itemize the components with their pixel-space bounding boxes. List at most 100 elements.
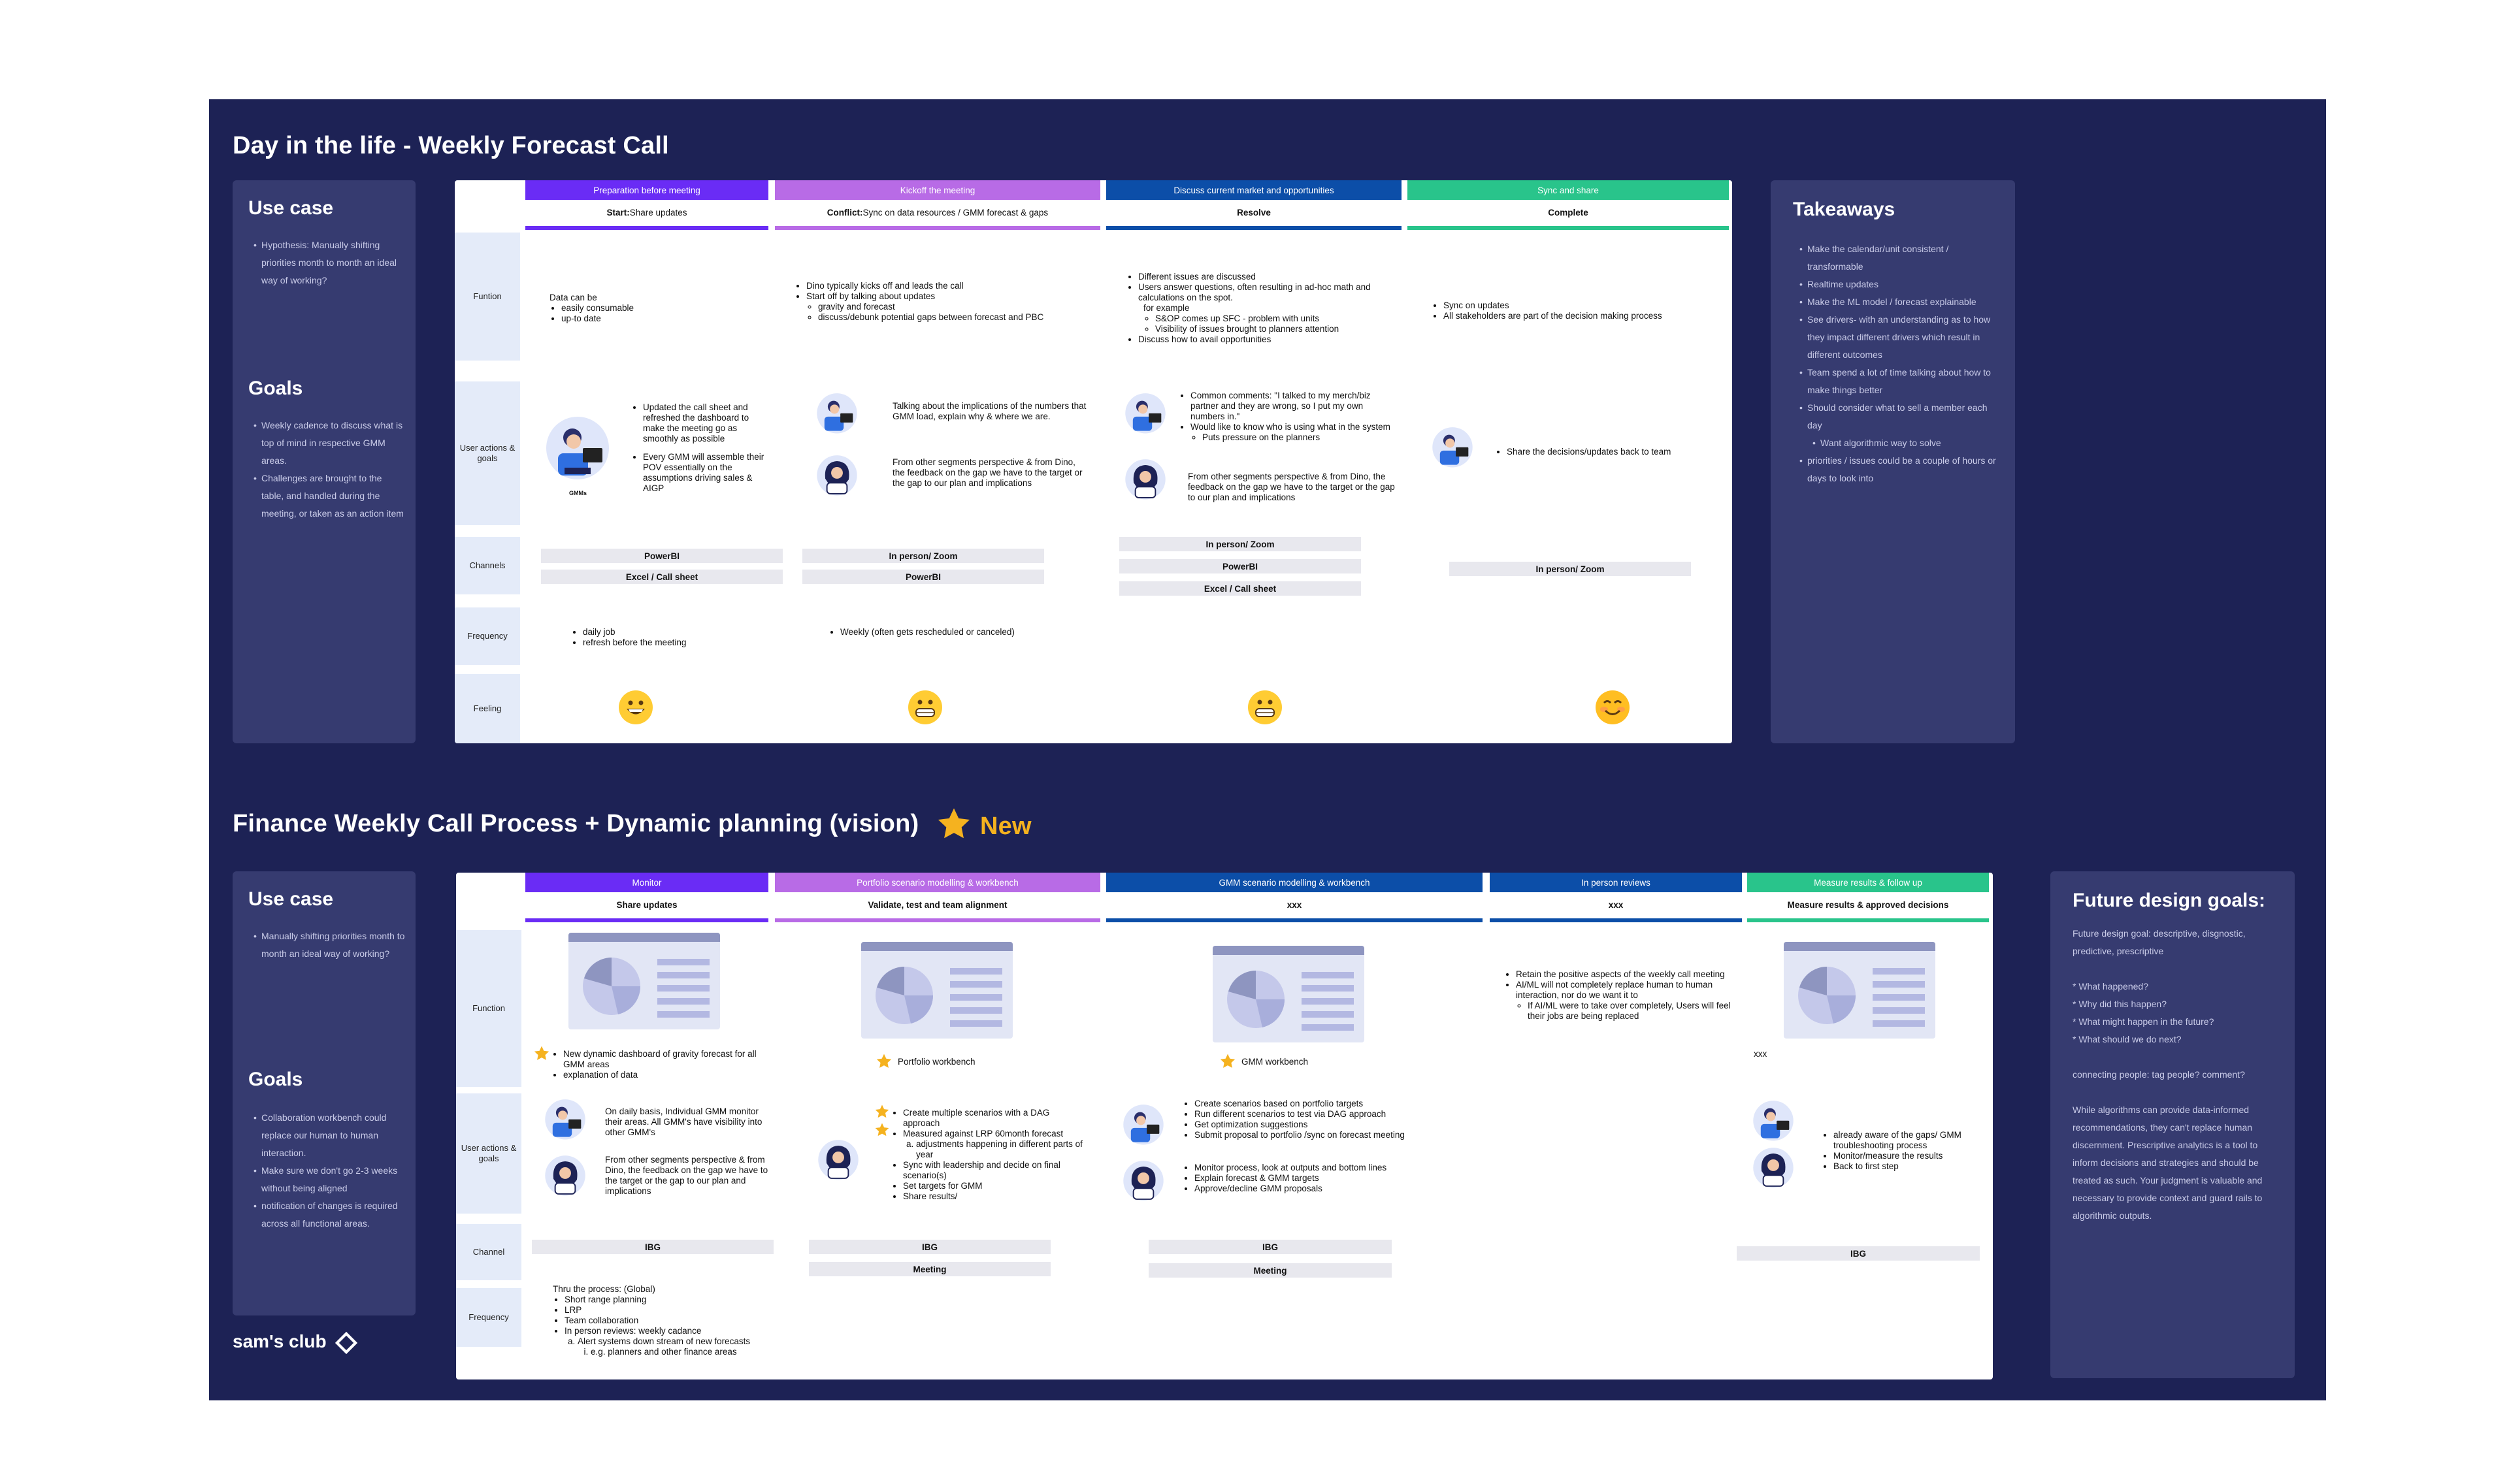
row-label-user: User actions & goals <box>455 381 520 525</box>
user-cell: Updated the call sheet and refreshed the… <box>631 402 768 494</box>
frequency-cell: Thru the process: (Global) Short range p… <box>553 1284 814 1357</box>
goals-heading: Goals <box>248 1069 303 1090</box>
dashboard-illustration <box>1213 946 1364 1042</box>
row-label-function: Function <box>456 930 521 1087</box>
finance-avatar-icon <box>1125 459 1166 500</box>
grimacing-face-icon <box>1248 690 1282 724</box>
channel-tag: PowerBI <box>802 570 1044 584</box>
phase-underline <box>1106 226 1402 230</box>
function-cell: New dynamic dashboard of gravity forecas… <box>551 1049 767 1080</box>
gmm-avatar-icon <box>817 393 857 434</box>
function-cell: Portfolio workbench <box>898 1057 976 1067</box>
phase-underline <box>775 226 1100 230</box>
channel-tag: IBG <box>532 1240 774 1254</box>
dashboard-illustration <box>568 933 720 1029</box>
goals-list: Weekly cadence to discuss what is top of… <box>252 417 405 523</box>
goal-item: Challenges are brought to the table, and… <box>254 470 405 523</box>
finance-avatar-icon <box>545 1155 585 1196</box>
user-cell: From other segments perspective & from D… <box>1188 472 1395 502</box>
channel-tag: PowerBI <box>1119 559 1361 573</box>
row-label-user: User actions & goals <box>456 1093 521 1214</box>
phase-underline <box>1490 918 1742 922</box>
use-case-card: Use case Hypothesis: Manually shifting p… <box>233 180 416 743</box>
use-case-item: Hypothesis: Manually shifting priorities… <box>254 236 405 289</box>
phase-subheader: xxx <box>1287 899 1302 910</box>
takeaways-card: Takeaways Make the calendar/unit consist… <box>1771 180 2015 743</box>
frequency-cell: Weekly (often gets rescheduled or cancel… <box>828 627 1025 637</box>
board: Day in the life - Weekly Forecast Call U… <box>209 99 2326 1400</box>
goal-item: Weekly cadence to discuss what is top of… <box>254 417 405 470</box>
future-goals-heading: Future design goals: <box>2073 890 2266 911</box>
channel-tag: In person/ Zoom <box>802 549 1044 563</box>
user-cell: Create scenarios based on portfolio targ… <box>1183 1099 1405 1140</box>
function-cell: Dino typically kicks off and leads the c… <box>795 281 1095 323</box>
grinning-face-icon <box>619 690 653 724</box>
grimacing-face-icon <box>908 690 942 724</box>
phase-header: Discuss current market and opportunities <box>1106 180 1402 200</box>
phase-header: In person reviews <box>1490 873 1742 892</box>
section1-title: Day in the life - Weekly Forecast Call <box>233 132 669 159</box>
finance-avatar-icon <box>818 1140 859 1180</box>
user-cell: Monitor process, look at outputs and bot… <box>1183 1163 1405 1194</box>
dashboard-illustration <box>1784 942 1935 1039</box>
channel-tag: Excel / Call sheet <box>1119 581 1361 596</box>
star-icon <box>875 1123 889 1137</box>
gmm-avatar-icon <box>1753 1101 1794 1141</box>
gmm-avatar-icon <box>1432 427 1473 468</box>
user-cell: Common comments: "I talked to my merch/b… <box>1179 391 1394 443</box>
phase-header: Portfolio scenario modelling & workbench <box>775 873 1100 892</box>
user-cell: From other segments perspective & from D… <box>893 457 1083 488</box>
row-label-function: Funtion <box>455 233 520 361</box>
channel-tag: In person/ Zoom <box>1449 562 1691 576</box>
phase-underline <box>1106 918 1483 922</box>
use-case-card: Use case Manually shifting priorities mo… <box>233 871 416 1315</box>
star-icon <box>938 808 970 839</box>
use-case-heading: Use case <box>248 197 334 219</box>
dashboard-illustration <box>861 942 1013 1039</box>
user-cell: already aware of the gaps/ GMM troublesh… <box>1822 1130 1978 1172</box>
future-goals-card: Future design goals: Future design goal:… <box>2050 871 2295 1378</box>
row-label-channels: Channels <box>455 537 520 594</box>
phase-subheader: Conflict: Sync on data resources / GMM f… <box>827 207 1049 218</box>
star-icon <box>875 1105 889 1118</box>
phase-underline <box>1747 918 1989 922</box>
row-label-frequency: Frequency <box>456 1288 521 1347</box>
section2-title: Finance Weekly Call Process + Dynamic pl… <box>233 810 919 837</box>
channel-tag: PowerBI <box>541 549 783 563</box>
gmm-avatar-icon <box>545 1099 585 1140</box>
function-cell: Retain the positive aspects of the weekl… <box>1504 969 1739 1022</box>
user-cell: Talking about the implications of the nu… <box>893 401 1087 421</box>
channel-tag: IBG <box>1737 1246 1980 1261</box>
vision-journey-panel: Function User actions & goals Channel Fr… <box>456 873 1993 1379</box>
gmm-avatar-icon <box>546 417 609 479</box>
goals-list: Collaboration workbench could replace ou… <box>252 1109 405 1233</box>
phase-header: Monitor <box>525 873 768 892</box>
sams-club-logo: sam's club <box>233 1331 358 1354</box>
function-cell: GMM workbench <box>1241 1057 1309 1067</box>
channel-tag: Meeting <box>809 1262 1051 1276</box>
function-cell: Data can be easily consumableup-to date <box>549 293 759 324</box>
journey-map-panel: Funtion User actions & goals Channels Fr… <box>455 180 1732 743</box>
phase-subheader: Start: Share updates <box>606 207 687 218</box>
phase-subheader: Resolve <box>1237 207 1271 218</box>
new-badge: New <box>980 813 1032 840</box>
star-icon <box>876 1054 892 1068</box>
use-case-heading: Use case <box>248 888 334 910</box>
channel-tag: IBG <box>809 1240 1051 1254</box>
phase-subheader: Measure results & approved decisions <box>1787 899 1949 910</box>
phase-header: Sync and share <box>1407 180 1729 200</box>
finance-avatar-icon <box>1753 1148 1794 1188</box>
function-cell: Sync on updatesAll stakeholders are part… <box>1432 300 1719 321</box>
finance-avatar-icon <box>1123 1161 1164 1201</box>
user-cell: From other segments perspective & from D… <box>605 1155 768 1196</box>
finance-avatar-icon <box>817 455 857 496</box>
function-cell: xxx <box>1754 1049 1767 1059</box>
phase-underline <box>775 918 1100 922</box>
phase-header: Kickoff the meeting <box>775 180 1100 200</box>
user-cell: Create multiple scenarios with a DAG app… <box>891 1108 1087 1202</box>
use-case-list: Manually shifting priorities month to mo… <box>252 928 405 963</box>
avatar-caption: GMMs <box>569 490 587 496</box>
gmm-avatar-icon <box>1123 1105 1164 1145</box>
user-cell: On daily basis, Individual GMM monitor t… <box>605 1106 763 1137</box>
star-icon <box>1220 1054 1236 1068</box>
